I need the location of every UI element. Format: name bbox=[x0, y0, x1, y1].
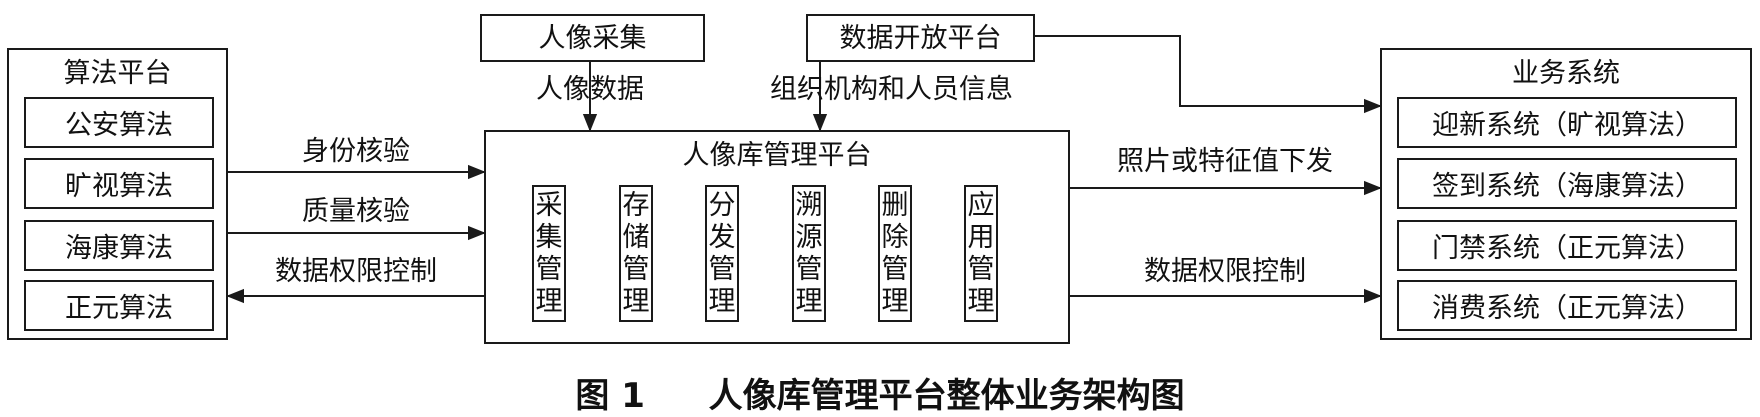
algorithm-item: 旷视算法 bbox=[24, 158, 214, 209]
photo-dispatch-label: 照片或特征值下发 bbox=[1117, 146, 1333, 177]
portrait-library-title: 人像库管理平台 bbox=[682, 140, 872, 171]
identity-check-label: 身份核验 bbox=[302, 136, 410, 167]
business-item: 门禁系统（正元算法） bbox=[1397, 220, 1737, 271]
module-collect: 采集管理 bbox=[532, 185, 566, 322]
figure-caption: 图 1 人像库管理平台整体业务架构图 bbox=[0, 368, 1760, 417]
algorithm-platform: 算法平台 bbox=[7, 48, 228, 340]
perm-right-label: 数据权限控制 bbox=[1144, 256, 1306, 287]
face-data-label: 人像数据 bbox=[536, 74, 644, 105]
quality-check-label: 质量核验 bbox=[302, 196, 410, 227]
business-item: 签到系统（海康算法） bbox=[1397, 158, 1737, 209]
module-trace: 溯源管理 bbox=[792, 185, 826, 322]
algorithm-platform-title: 算法平台 bbox=[63, 58, 172, 89]
figure-number: 图 1 bbox=[575, 376, 645, 416]
module-delete: 删除管理 bbox=[878, 185, 912, 322]
algorithm-item: 公安算法 bbox=[24, 97, 214, 148]
algorithm-item: 海康算法 bbox=[24, 220, 214, 271]
business-item: 消费系统（正元算法） bbox=[1397, 280, 1737, 331]
portrait-library-platform: 人像库管理平台 bbox=[484, 130, 1070, 344]
business-item: 迎新系统（旷视算法） bbox=[1397, 97, 1737, 148]
module-storage: 存储管理 bbox=[619, 185, 653, 322]
business-systems: 业务系统 bbox=[1380, 48, 1752, 340]
face-collect-box: 人像采集 bbox=[480, 14, 705, 62]
arrow-open-to-business bbox=[1035, 35, 1382, 114]
org-info-label: 组织机构和人员信息 bbox=[770, 74, 1013, 105]
algorithm-item: 正元算法 bbox=[24, 280, 214, 331]
open-platform-label: 数据开放平台 bbox=[839, 23, 1002, 54]
face-collect-label: 人像采集 bbox=[538, 23, 647, 54]
business-systems-title: 业务系统 bbox=[1512, 58, 1620, 89]
perm-left-label: 数据权限控制 bbox=[275, 256, 437, 287]
module-distribution: 分发管理 bbox=[705, 185, 739, 322]
figure-title: 人像库管理平台整体业务架构图 bbox=[708, 376, 1185, 416]
module-application: 应用管理 bbox=[964, 185, 998, 322]
open-platform-box: 数据开放平台 bbox=[806, 14, 1035, 62]
